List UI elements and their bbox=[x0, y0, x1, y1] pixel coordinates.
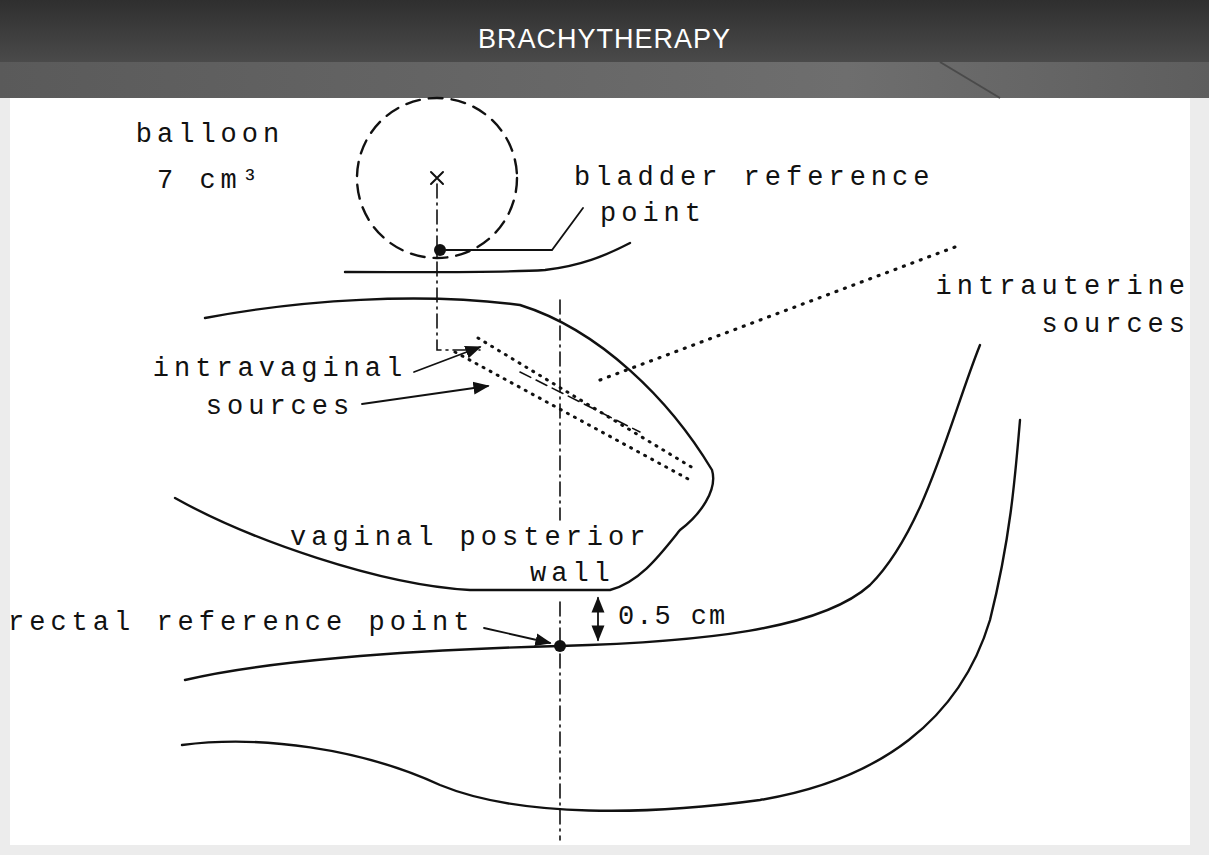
reference-dot bbox=[554, 640, 566, 652]
title-band bbox=[0, 62, 1209, 98]
intravaginal-source bbox=[455, 352, 690, 480]
reference-dot bbox=[434, 244, 446, 256]
leader-arrow bbox=[362, 386, 488, 404]
annotation-label: vaginal posterior wall bbox=[290, 520, 690, 592]
balloon-outline bbox=[357, 98, 517, 258]
intrauterine-source bbox=[600, 247, 955, 380]
annotation-label: balloon 7 cm³ bbox=[130, 112, 290, 204]
axis-line bbox=[437, 184, 480, 350]
annotation-label: intravaginal sources bbox=[130, 350, 430, 426]
source-axis bbox=[520, 372, 640, 432]
bladder-wall bbox=[345, 243, 630, 272]
slide-panel bbox=[10, 95, 1190, 845]
annotation-label: intrauterine sources bbox=[890, 268, 1190, 344]
balloon-centre bbox=[431, 172, 443, 184]
leader-line bbox=[446, 208, 583, 250]
annotation-label: 0.5 cm bbox=[618, 598, 727, 636]
leader-arrow bbox=[484, 628, 550, 643]
title-bar bbox=[0, 0, 1209, 62]
annotation-label: bladder reference point bbox=[574, 160, 946, 232]
annotation-label: rectal reference point bbox=[8, 604, 474, 642]
dimension-arrow bbox=[597, 598, 599, 640]
band-accent bbox=[940, 62, 1000, 98]
leader-arrow bbox=[414, 347, 480, 372]
slide-title: BRACHYTHERAPY bbox=[0, 22, 1209, 56]
